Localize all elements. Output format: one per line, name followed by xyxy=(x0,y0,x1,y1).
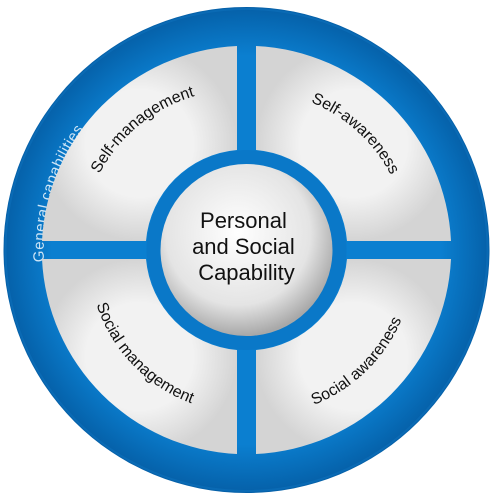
center-title: Personal and Social Capability xyxy=(192,208,301,285)
quadrant-top-right xyxy=(256,46,451,241)
quadrant-top-left xyxy=(42,46,237,241)
outer-ring-edge xyxy=(4,8,489,492)
center-disc xyxy=(160,164,333,336)
center-title-line-3: Capability xyxy=(198,260,295,285)
quadrant-bottom-right xyxy=(256,259,451,454)
quadrant-bottom-left xyxy=(42,259,237,454)
quadrant-group xyxy=(42,46,451,454)
center-title-line-2: and Social xyxy=(192,234,295,259)
center-title-line-1: Personal xyxy=(200,208,287,233)
